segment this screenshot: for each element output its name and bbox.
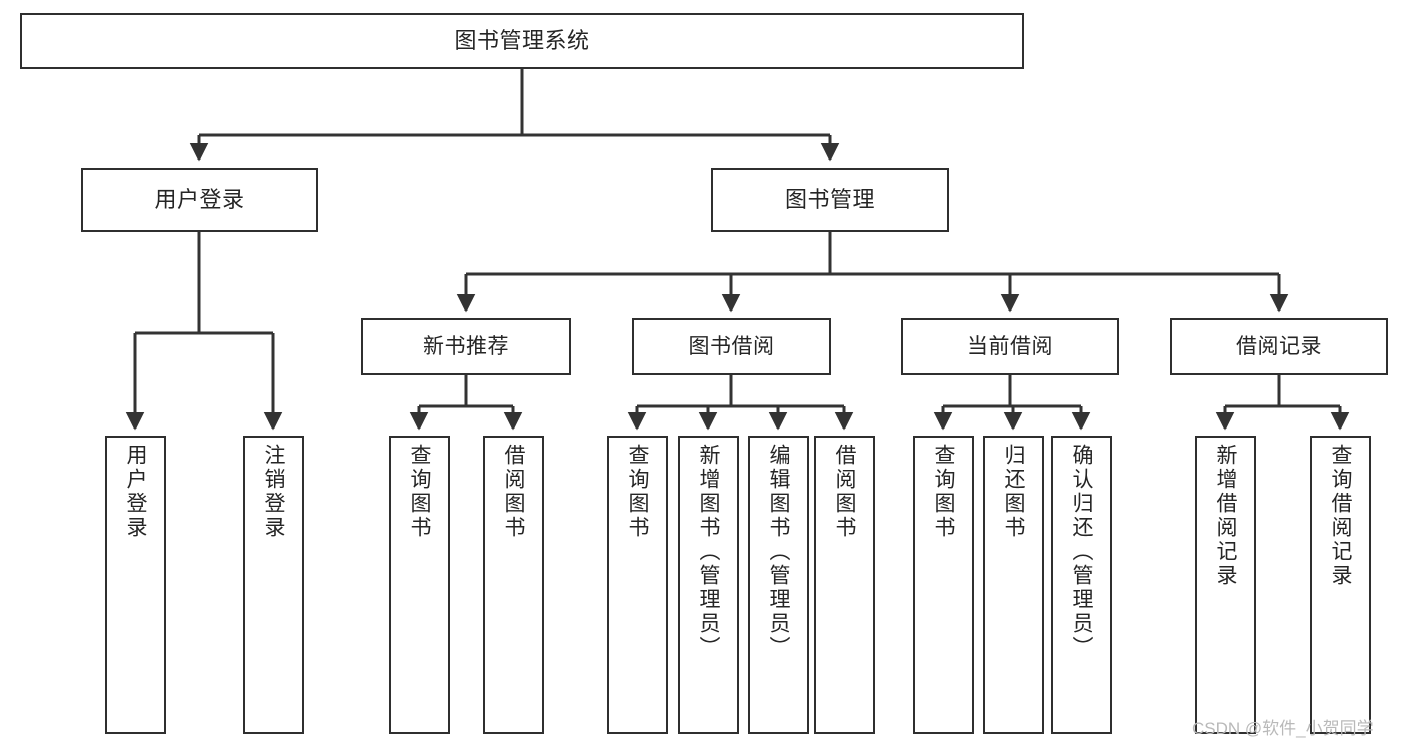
node-bb-add-book-label: 新增图书（管理员） [697,444,720,660]
node-new-book-recommend[interactable]: 新书推荐 [361,318,571,375]
node-borrow-record[interactable]: 借阅记录 [1170,318,1388,375]
node-new-book-recommend-label: 新书推荐 [423,334,509,358]
node-br-query-record-label: 查询借阅记录 [1329,444,1352,588]
node-book-manage-label: 图书管理 [784,186,875,212]
node-bb-query-book[interactable]: 查询图书 [607,436,668,734]
node-borrow-record-label: 借阅记录 [1236,334,1322,358]
node-br-add-record[interactable]: 新增借阅记录 [1195,436,1256,734]
node-current-borrow-label: 当前借阅 [967,334,1053,358]
node-cb-confirm-return[interactable]: 确认归还（管理员） [1051,436,1112,734]
node-user-login-label: 用户登录 [154,186,245,212]
node-cb-return-book[interactable]: 归还图书 [983,436,1044,734]
node-bb-query-book-label: 查询图书 [626,444,649,540]
node-bb-borrow-book-label: 借阅图书 [833,444,856,540]
node-book-borrow-label: 图书借阅 [688,334,775,358]
node-nbr-query-book-label: 查询图书 [408,444,431,540]
node-root-label: 图书管理系统 [454,27,590,53]
node-br-query-record[interactable]: 查询借阅记录 [1310,436,1371,734]
node-cb-query-book[interactable]: 查询图书 [913,436,974,734]
node-root[interactable]: 图书管理系统 [20,13,1024,69]
node-user-logout[interactable]: 注销登录 [243,436,304,734]
node-nbr-query-book[interactable]: 查询图书 [389,436,450,734]
node-bb-borrow-book[interactable]: 借阅图书 [814,436,875,734]
node-book-borrow[interactable]: 图书借阅 [632,318,831,375]
node-br-add-record-label: 新增借阅记录 [1214,444,1237,588]
node-user-login-do[interactable]: 用户登录 [105,436,166,734]
node-cb-query-book-label: 查询图书 [932,444,955,540]
csdn-watermark: CSDN @软件_小贺同学 [1192,719,1374,738]
node-bb-edit-book-label: 编辑图书（管理员） [767,444,790,660]
node-user-login-do-label: 用户登录 [124,444,147,540]
node-nbr-borrow-book[interactable]: 借阅图书 [483,436,544,734]
node-user-login[interactable]: 用户登录 [81,168,318,232]
node-book-manage[interactable]: 图书管理 [711,168,949,232]
node-cb-return-book-label: 归还图书 [1002,444,1025,540]
node-bb-edit-book[interactable]: 编辑图书（管理员） [748,436,809,734]
node-cb-confirm-return-label: 确认归还（管理员） [1070,444,1093,660]
node-user-logout-label: 注销登录 [262,444,285,540]
node-nbr-borrow-book-label: 借阅图书 [502,444,525,540]
node-current-borrow[interactable]: 当前借阅 [901,318,1119,375]
node-bb-add-book[interactable]: 新增图书（管理员） [678,436,739,734]
